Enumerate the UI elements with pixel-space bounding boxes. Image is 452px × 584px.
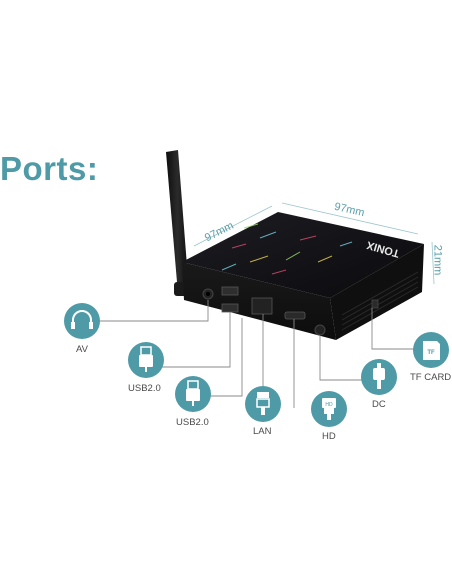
port-label-usb-1: USB2.0 xyxy=(128,383,161,394)
usb-icon xyxy=(186,380,200,406)
dimension-guides xyxy=(193,202,435,285)
headphones-icon xyxy=(71,310,93,329)
port-icon-circles xyxy=(64,303,449,427)
port-label-hd: HD xyxy=(322,431,336,442)
svg-text:HD: HD xyxy=(325,402,333,408)
sd-card-icon: TF xyxy=(423,341,440,360)
dimension-height: 21mm xyxy=(431,244,444,276)
port-label-dc: DC xyxy=(372,399,386,410)
device-top xyxy=(182,212,424,298)
power-plug-icon xyxy=(373,363,385,389)
ethernet-icon xyxy=(256,392,270,415)
page-title: Ports: xyxy=(0,150,99,187)
port-label-av: AV xyxy=(76,344,88,355)
svg-text:TF: TF xyxy=(427,350,435,356)
device-side xyxy=(330,244,424,340)
front-ports xyxy=(202,286,379,336)
hdmi-icon: HD xyxy=(322,398,336,420)
top-light-streaks xyxy=(221,223,353,275)
leader-lines xyxy=(100,300,414,408)
port-label-tf-card: TF CARD xyxy=(410,372,452,383)
usb-icon xyxy=(139,346,153,372)
port-label-lan: LAN xyxy=(253,426,272,437)
port-label-usb-2: USB2.0 xyxy=(176,417,209,428)
